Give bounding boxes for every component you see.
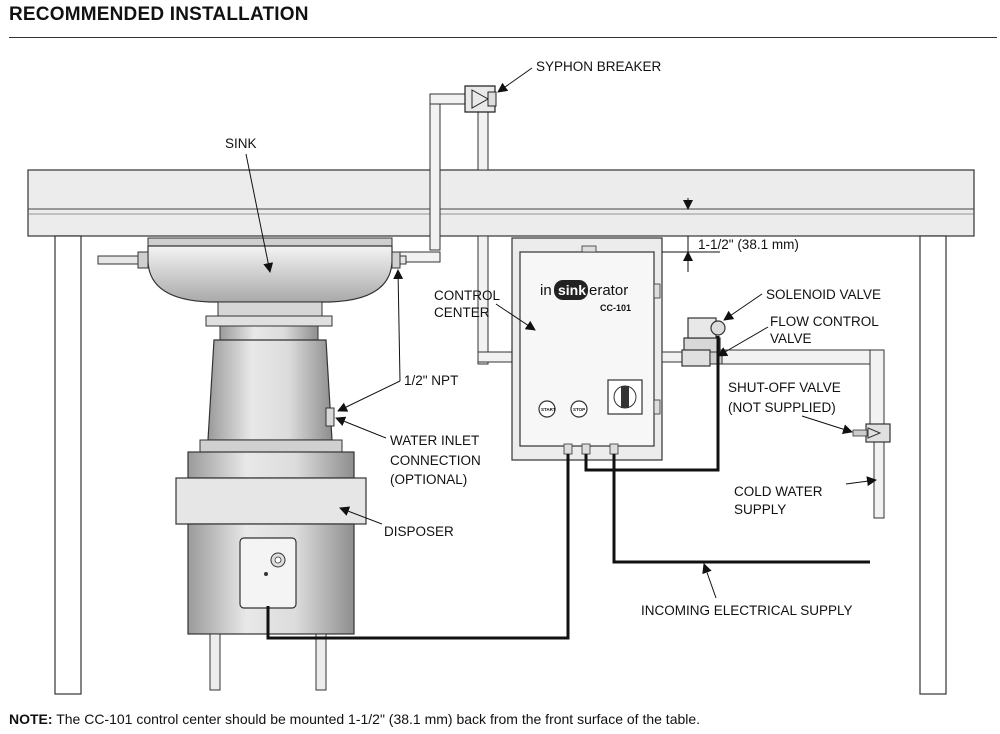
stop-button (570, 400, 588, 418)
shutoff-valve-label-2: (NOT SUPPLIED) (728, 400, 836, 415)
shutoff-valve-label-1: SHUT-OFF VALVE (728, 380, 841, 395)
water-inlet-label-2: CONNECTION (390, 453, 481, 468)
page-title: RECOMMENDED INSTALLATION (9, 4, 309, 25)
dimension-marker (662, 198, 720, 272)
flow-control-label-1: FLOW CONTROL (770, 314, 879, 329)
flow-control-valve (681, 349, 723, 367)
sink-label: SINK (225, 136, 257, 151)
brand-badge (554, 280, 588, 300)
incoming-electrical-label: INCOMING ELECTRICAL SUPPLY (641, 603, 853, 618)
sink (97, 237, 407, 303)
title-divider (9, 37, 997, 38)
disposer-label: DISPOSER (384, 524, 454, 539)
cold-water-label-1: COLD WATER (734, 484, 823, 499)
syphon-breaker-label: SYPHON BREAKER (536, 59, 662, 74)
brand-erator: erator (589, 282, 628, 299)
dimension-label: 1-1/2" (38.1 mm) (698, 237, 799, 252)
npt-label: 1/2" NPT (404, 373, 458, 388)
disposer-cable (266, 454, 570, 640)
table-leg-left (54, 235, 82, 695)
solenoid-valve-label: SOLENOID VALVE (766, 287, 881, 302)
flow-control-label-2: VALVE (770, 331, 812, 346)
water-inlet-label-1: WATER INLET (390, 433, 479, 448)
model-number: CC-101 (600, 303, 631, 313)
brand-in: in (540, 282, 552, 299)
disposer (175, 301, 367, 691)
control-center: in sink erator CC-101 START STOP (511, 237, 663, 461)
cold-water-label-2: SUPPLY (734, 502, 786, 517)
table (27, 169, 975, 695)
stop-label: STOP (573, 407, 585, 412)
callout-labels: SYPHON BREAKER SINK 1-1/2" (38.1 mm) SOL… (225, 59, 881, 618)
control-center-label-2: CENTER (434, 305, 490, 320)
note-text: The CC-101 control center should be moun… (52, 711, 701, 727)
table-leg-right (919, 235, 947, 695)
note-prefix: NOTE: (9, 711, 53, 727)
supply-cable (612, 454, 870, 564)
start-label: START (541, 407, 556, 412)
electrical-cables (266, 336, 870, 640)
control-center-label-1: CONTROL (434, 288, 500, 303)
leader-lines (245, 67, 877, 599)
water-inlet-label-3: (OPTIONAL) (390, 472, 467, 487)
brand-sink: sink (558, 282, 586, 298)
shut-off-valve (852, 423, 891, 443)
solenoid-cable (584, 336, 720, 472)
installation-note: NOTE: The CC-101 control center should b… (9, 711, 700, 727)
syphon-breaker-assembly (399, 85, 519, 365)
start-button (538, 400, 556, 418)
